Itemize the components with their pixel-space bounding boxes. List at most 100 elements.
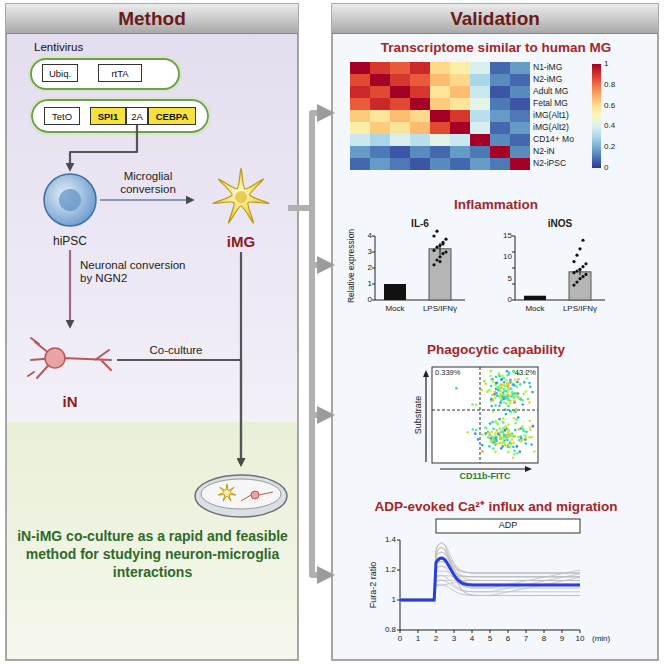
- shape-circle: [481, 389, 484, 392]
- shape-circle: [488, 389, 491, 392]
- ipsc-icon: [42, 172, 98, 228]
- heatmap-cell: [490, 146, 510, 158]
- shape-circle: [520, 435, 523, 438]
- heatmap-cell: [390, 134, 410, 146]
- shape-circle: [475, 404, 478, 407]
- heatmap-cell: [490, 74, 510, 86]
- heatmap-cell: [350, 74, 370, 86]
- axis-label: 3: [368, 248, 372, 257]
- row-label: N1-iMG: [533, 63, 562, 72]
- shape-circle: [521, 439, 524, 442]
- shape-circle: [505, 379, 508, 382]
- shape-circle: [503, 434, 506, 437]
- shape-circle: [496, 381, 499, 384]
- bar-chart: [372, 230, 465, 300]
- shape-circle: [500, 430, 503, 433]
- shape-circle: [581, 239, 584, 242]
- shape-path: [400, 552, 580, 601]
- shape-circle: [525, 377, 528, 380]
- heatmap-cell: [470, 74, 490, 86]
- shape-circle: [507, 451, 510, 454]
- heatmap-cell: [370, 62, 390, 74]
- shape-circle: [507, 388, 510, 391]
- shape-circle: [509, 381, 512, 384]
- section-title: ADP-evoked Ca²⁺ influx and migration: [338, 495, 654, 515]
- shape-circle: [500, 399, 503, 402]
- lentivirus-capsule: [32, 100, 208, 132]
- shape-circle: [509, 441, 512, 444]
- shape-path: [400, 548, 580, 602]
- shape-circle: [494, 436, 497, 439]
- axis-label: 7: [524, 635, 528, 644]
- shape-circle: [517, 373, 520, 376]
- shape-circle: [494, 451, 497, 454]
- shape-path: [218, 484, 236, 501]
- edge-label: Co-culture: [149, 344, 202, 357]
- panel-heading: Method: [6, 4, 298, 34]
- shape-circle: [485, 427, 488, 430]
- shape-circle: [506, 385, 509, 388]
- shape-circle: [481, 444, 484, 447]
- shape-line: [372, 236, 375, 237]
- heatmap-cell: [450, 62, 470, 74]
- shape-circle: [506, 446, 509, 449]
- shape-circle: [522, 403, 525, 406]
- axis-label: LPS/IFNγ: [563, 305, 597, 314]
- shape-circle: [532, 425, 535, 428]
- axis-label: 1.2: [385, 566, 396, 575]
- shape-circle: [519, 383, 522, 386]
- shape-circle: [59, 189, 81, 211]
- shape-circle: [500, 447, 503, 450]
- shape-path: [426, 372, 530, 469]
- shape-circle: [508, 442, 511, 445]
- shape-path: [400, 558, 580, 600]
- heatmap-cell: [470, 122, 490, 134]
- shape-circle: [513, 417, 516, 420]
- heatmap-cell: [350, 134, 370, 146]
- shape-line: [418, 630, 419, 633]
- lentivirus-capsule: LentivirusUbiq.rtTA: [30, 58, 180, 90]
- heatmap-cell: [350, 98, 370, 110]
- shape-circle: [504, 444, 507, 447]
- heatmap-cell: [430, 158, 450, 170]
- heatmap-cell: [390, 98, 410, 110]
- axis-label: Substrate: [414, 396, 424, 435]
- gene-label: 2A: [131, 111, 143, 122]
- shape-circle: [510, 443, 513, 446]
- scale-tick: 0.8: [604, 80, 615, 89]
- heatmap-cell: [510, 110, 530, 122]
- shape-circle: [497, 389, 500, 392]
- shape-circle: [492, 427, 495, 430]
- shape-line: [436, 630, 437, 633]
- shape-circle: [490, 379, 493, 382]
- axis-label: 5: [488, 635, 492, 644]
- shape-circle: [528, 436, 531, 439]
- shape-circle: [524, 435, 527, 438]
- heatmap-cell: [350, 110, 370, 122]
- shape-path: [400, 580, 580, 601]
- shape-circle: [578, 268, 581, 271]
- heatmap-cell: [390, 74, 410, 86]
- shape-circle: [507, 423, 510, 426]
- shape-circle: [490, 398, 493, 401]
- shape-circle: [507, 405, 510, 408]
- shape-circle: [513, 449, 516, 452]
- shape-line: [372, 300, 375, 301]
- section-title: Inflammation: [338, 195, 654, 212]
- shape-circle: [502, 421, 505, 424]
- edge-label: Microglial conversion: [100, 170, 196, 195]
- axis-label: (min): [592, 635, 610, 644]
- heatmap-cell: [370, 158, 390, 170]
- shape-circle: [481, 450, 484, 453]
- process-arrow: [70, 125, 137, 169]
- shape-circle: [494, 404, 497, 407]
- gene-box: SPI1: [90, 107, 126, 125]
- shape-circle: [513, 384, 516, 387]
- scale-tick: 0.4: [604, 122, 615, 131]
- shape-circle: [432, 234, 435, 237]
- process-arrow: [240, 252, 242, 464]
- shape-circle: [530, 443, 533, 446]
- shape-circle: [499, 436, 502, 439]
